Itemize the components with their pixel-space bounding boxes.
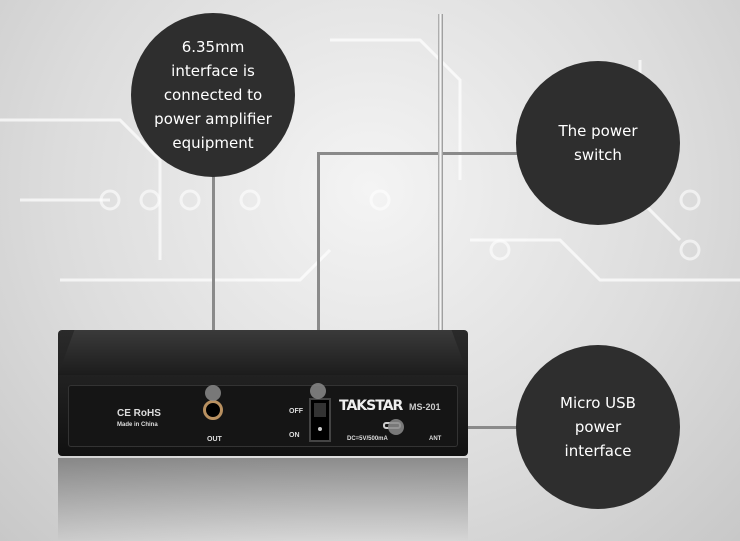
callout-usb-text: Micro USB power interface (560, 394, 636, 460)
connector-line-switch (317, 152, 517, 155)
callout-switch-text: The power switch (558, 122, 638, 164)
model-label: MS-201 (409, 402, 441, 412)
on-label: ON (289, 432, 300, 439)
ant-label: ANT (429, 436, 442, 442)
brand-logo: TAKSTAR (339, 398, 403, 414)
cert-logos: CE RoHS (117, 408, 161, 419)
dc-label: DC=5V/500mA (347, 436, 388, 442)
power-switch[interactable] (309, 398, 331, 442)
made-in-label: Made in China (117, 422, 158, 428)
antenna (438, 14, 443, 432)
callout-out: 6.35mm interface is connected to power a… (131, 13, 295, 177)
callout-usb: Micro USB power interface (516, 345, 680, 509)
connector-line-out (212, 170, 215, 394)
out-jack[interactable] (203, 400, 223, 420)
out-dot (205, 385, 221, 401)
off-label: OFF (289, 408, 303, 415)
connector-line-usb (420, 426, 520, 429)
device-top (58, 330, 468, 375)
rear-panel: CE RoHS Made in China OUT OFF ON TAKSTAR… (68, 385, 458, 447)
device-reflection (58, 458, 468, 541)
out-label: OUT (207, 436, 222, 443)
callout-out-text: 6.35mm interface is connected to power a… (154, 38, 272, 152)
usb-dot (388, 419, 404, 435)
connector-line-switch-v (317, 152, 320, 392)
callout-switch: The power switch (516, 61, 680, 225)
switch-dot (310, 383, 326, 399)
